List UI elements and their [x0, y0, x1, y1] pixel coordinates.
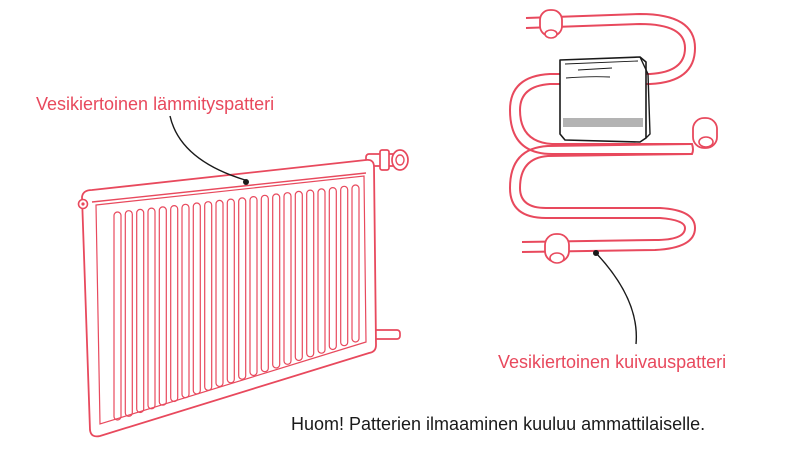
- towel: [559, 56, 651, 143]
- radiator-fin: [158, 206, 167, 406]
- label-radiator: Vesikiertoinen lämmityspatteri: [36, 94, 275, 114]
- towel-radiator-tube-inner: [508, 22, 693, 243]
- radiator-fin: [204, 201, 213, 391]
- radiator-fin: [351, 184, 360, 343]
- bleeding-note: Huom! Patterien ilmaaminen kuuluu ammatt…: [291, 414, 706, 434]
- radiator-fin: [170, 205, 179, 403]
- radiator-fin: [181, 203, 190, 399]
- radiator-fin: [215, 199, 224, 388]
- leader-towel-dryer: [593, 250, 638, 345]
- radiator-fin: [192, 202, 201, 395]
- radiator-fin: [340, 185, 349, 347]
- radiator-fins: [113, 184, 360, 421]
- radiator-fin: [294, 190, 303, 362]
- radiator-fin: [272, 193, 281, 369]
- leader-radiator: [169, 115, 249, 185]
- towel-stripe: [563, 118, 643, 127]
- panel-radiator: [77, 149, 409, 438]
- radiator-fin: [136, 208, 145, 414]
- towel-radiator-tube-outer: [518, 12, 697, 253]
- radiator-bleed-valve: [77, 198, 89, 210]
- radiator-fin: [260, 194, 269, 373]
- towel-radiator-bracket-right: [692, 117, 718, 149]
- towel-radiator-bracket-bottom: [544, 233, 570, 264]
- radiator-fin: [328, 187, 337, 351]
- towel-radiator-bracket-top: [539, 9, 563, 39]
- radiator-fin: [306, 189, 315, 358]
- radiator-fin: [147, 207, 156, 410]
- radiator-fin: [124, 210, 133, 417]
- radiator-fin: [238, 197, 247, 380]
- label-towel-dryer: Vesikiertoinen kuivauspatteri: [498, 352, 727, 372]
- radiator-fin: [317, 188, 326, 354]
- radiator-panel: [81, 158, 377, 438]
- radiator-fin: [226, 198, 235, 384]
- radiator-fin: [113, 211, 122, 421]
- towel-radiator: [508, 9, 718, 264]
- radiator-fin: [249, 196, 258, 377]
- radiator-fin: [283, 192, 292, 365]
